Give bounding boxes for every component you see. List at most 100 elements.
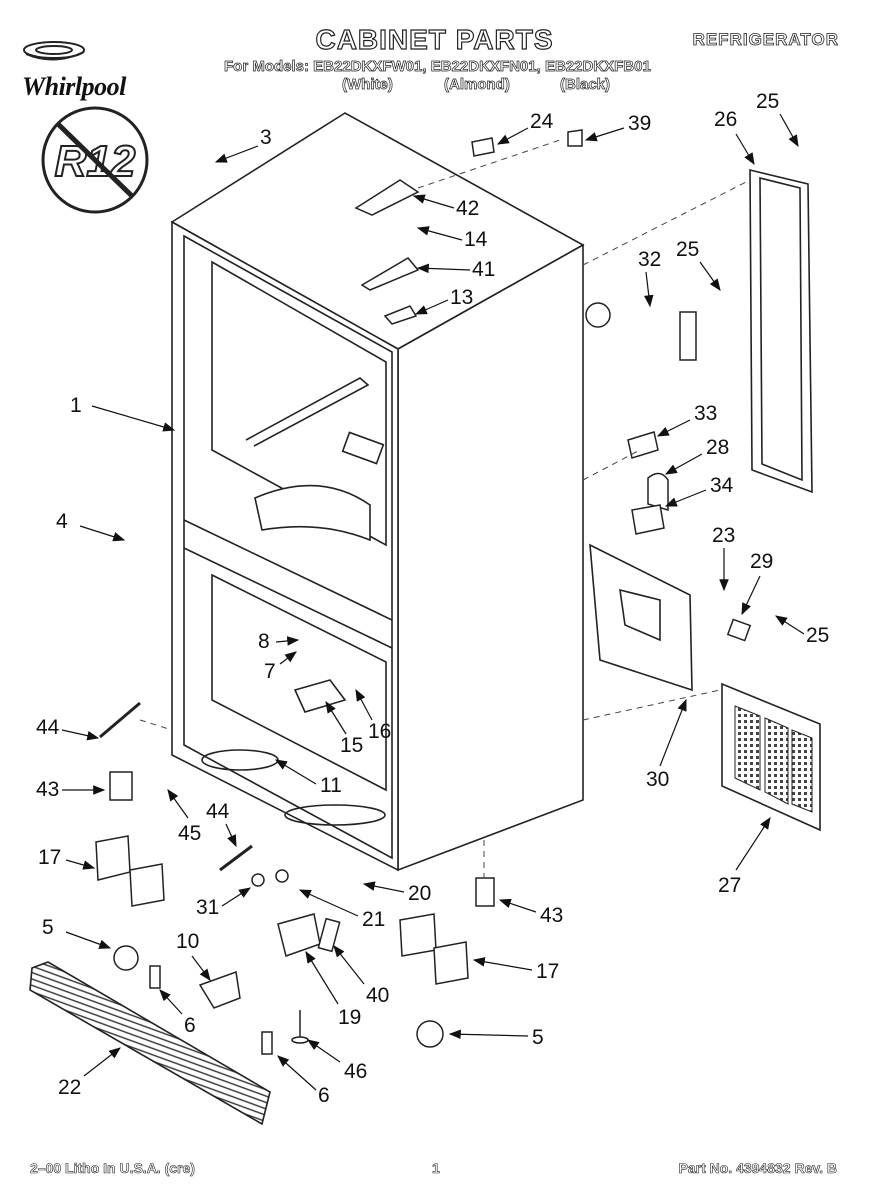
callout: 45 xyxy=(167,789,201,845)
toe-grille-part xyxy=(29,961,271,1126)
callout: 42 xyxy=(412,194,479,220)
callout: 32 xyxy=(638,248,661,308)
svg-text:4: 4 xyxy=(56,510,68,533)
svg-text:26: 26 xyxy=(714,108,737,131)
no-r12-badge: R12 xyxy=(41,106,149,214)
svg-text:44: 44 xyxy=(206,800,230,823)
part-number: Part No. 4394832 Rev. B xyxy=(678,1160,837,1177)
svg-text:43: 43 xyxy=(36,778,59,801)
svg-text:5: 5 xyxy=(532,1026,544,1049)
svg-text:43: 43 xyxy=(540,904,563,927)
svg-text:33: 33 xyxy=(694,402,717,425)
callout: 5 xyxy=(42,916,112,949)
callout: 11 xyxy=(274,759,342,797)
callout: 28 xyxy=(664,436,729,475)
svg-text:7: 7 xyxy=(264,660,276,683)
model-number: EB22DKXFN01, xyxy=(430,58,541,76)
callout: 6 xyxy=(159,989,196,1037)
svg-text:6: 6 xyxy=(318,1084,330,1107)
svg-text:22: 22 xyxy=(58,1076,81,1099)
assembly-lines xyxy=(139,139,751,878)
callout: 17 xyxy=(472,957,559,983)
callout: 46 xyxy=(307,1039,367,1083)
callout: 20 xyxy=(362,881,431,905)
svg-text:29: 29 xyxy=(750,550,773,573)
cabinet-body xyxy=(170,112,585,872)
svg-text:25: 25 xyxy=(756,90,779,113)
callout: 34 xyxy=(664,474,734,507)
svg-text:14: 14 xyxy=(464,228,488,251)
svg-text:23: 23 xyxy=(712,524,735,547)
grille-part xyxy=(721,682,821,832)
callout: 10 xyxy=(176,930,211,981)
svg-text:25: 25 xyxy=(806,624,829,647)
svg-text:32: 32 xyxy=(638,248,661,271)
svg-text:19: 19 xyxy=(338,1006,361,1029)
callout: 3 xyxy=(214,126,272,163)
svg-text:15: 15 xyxy=(340,734,363,757)
callout: 4 xyxy=(56,510,126,542)
svg-text:45: 45 xyxy=(178,822,201,845)
callout: 21 xyxy=(298,889,385,931)
callout: 39 xyxy=(584,112,651,142)
svg-text:3: 3 xyxy=(260,126,272,149)
svg-text:16: 16 xyxy=(368,720,391,743)
callout: 25 xyxy=(774,615,829,647)
side-rail-part xyxy=(749,168,813,494)
callout: 31 xyxy=(196,887,252,919)
model-number: EB22DKXFB01 xyxy=(544,58,652,76)
callout: 1 xyxy=(70,394,176,432)
svg-text:24: 24 xyxy=(530,110,554,133)
svg-text:5: 5 xyxy=(42,916,54,939)
callout: 43 xyxy=(36,778,106,801)
svg-text:11: 11 xyxy=(320,774,342,797)
callout: 15 xyxy=(325,700,363,757)
small-parts xyxy=(95,129,752,1055)
callout: 44 xyxy=(36,716,100,741)
svg-text:8: 8 xyxy=(258,630,270,653)
callout: 41 xyxy=(416,258,495,281)
model-number: EB22DKXFW01, xyxy=(313,58,427,76)
callout: 8 xyxy=(258,630,300,653)
callout: 33 xyxy=(656,402,717,437)
appliance-category: REFRIGERATOR xyxy=(692,30,839,50)
color-white: (White) xyxy=(342,76,394,94)
callout-labels: 3 24 39 42 14 41 13 32 25 26 25 1 33 28 … xyxy=(36,90,829,1107)
callout: 13 xyxy=(414,286,473,315)
callout: 23 xyxy=(712,524,735,592)
models-prefix: For Models: xyxy=(224,58,310,76)
callout: 25 xyxy=(756,90,799,148)
callout: 14 xyxy=(416,226,488,251)
svg-text:34: 34 xyxy=(710,474,734,497)
color-almond: (Almond) xyxy=(444,76,511,94)
page-number: 1 xyxy=(432,1160,440,1177)
whirlpool-swirl-icon xyxy=(23,41,85,61)
svg-text:44: 44 xyxy=(36,716,60,739)
callout: 40 xyxy=(333,945,389,1007)
svg-text:27: 27 xyxy=(718,874,741,897)
callout: 22 xyxy=(58,1047,121,1099)
footer-print-info: 2–00 Litho In U.S.A. (cre) xyxy=(30,1160,196,1177)
callout: 27 xyxy=(718,816,771,897)
callout: 7 xyxy=(264,651,297,683)
mounting-bracket-part xyxy=(589,543,693,692)
models-line: For Models: EB22DKXFW01, EB22DKXFN01, EB… xyxy=(224,58,652,76)
color-black: (Black) xyxy=(560,76,611,94)
svg-text:1: 1 xyxy=(70,394,82,417)
callout: 29 xyxy=(741,550,773,616)
svg-text:13: 13 xyxy=(450,286,473,309)
svg-text:40: 40 xyxy=(366,984,389,1007)
whirlpool-logo: Whirlpool xyxy=(14,28,174,108)
svg-text:28: 28 xyxy=(706,436,729,459)
svg-text:42: 42 xyxy=(456,197,479,220)
callout: 16 xyxy=(355,688,391,743)
svg-text:6: 6 xyxy=(184,1014,196,1037)
callout: 26 xyxy=(714,108,755,166)
svg-text:20: 20 xyxy=(408,882,431,905)
callout: 17 xyxy=(38,846,96,870)
brand-name: Whirlpool xyxy=(22,72,126,101)
svg-text:41: 41 xyxy=(472,258,495,281)
svg-text:21: 21 xyxy=(362,908,385,931)
